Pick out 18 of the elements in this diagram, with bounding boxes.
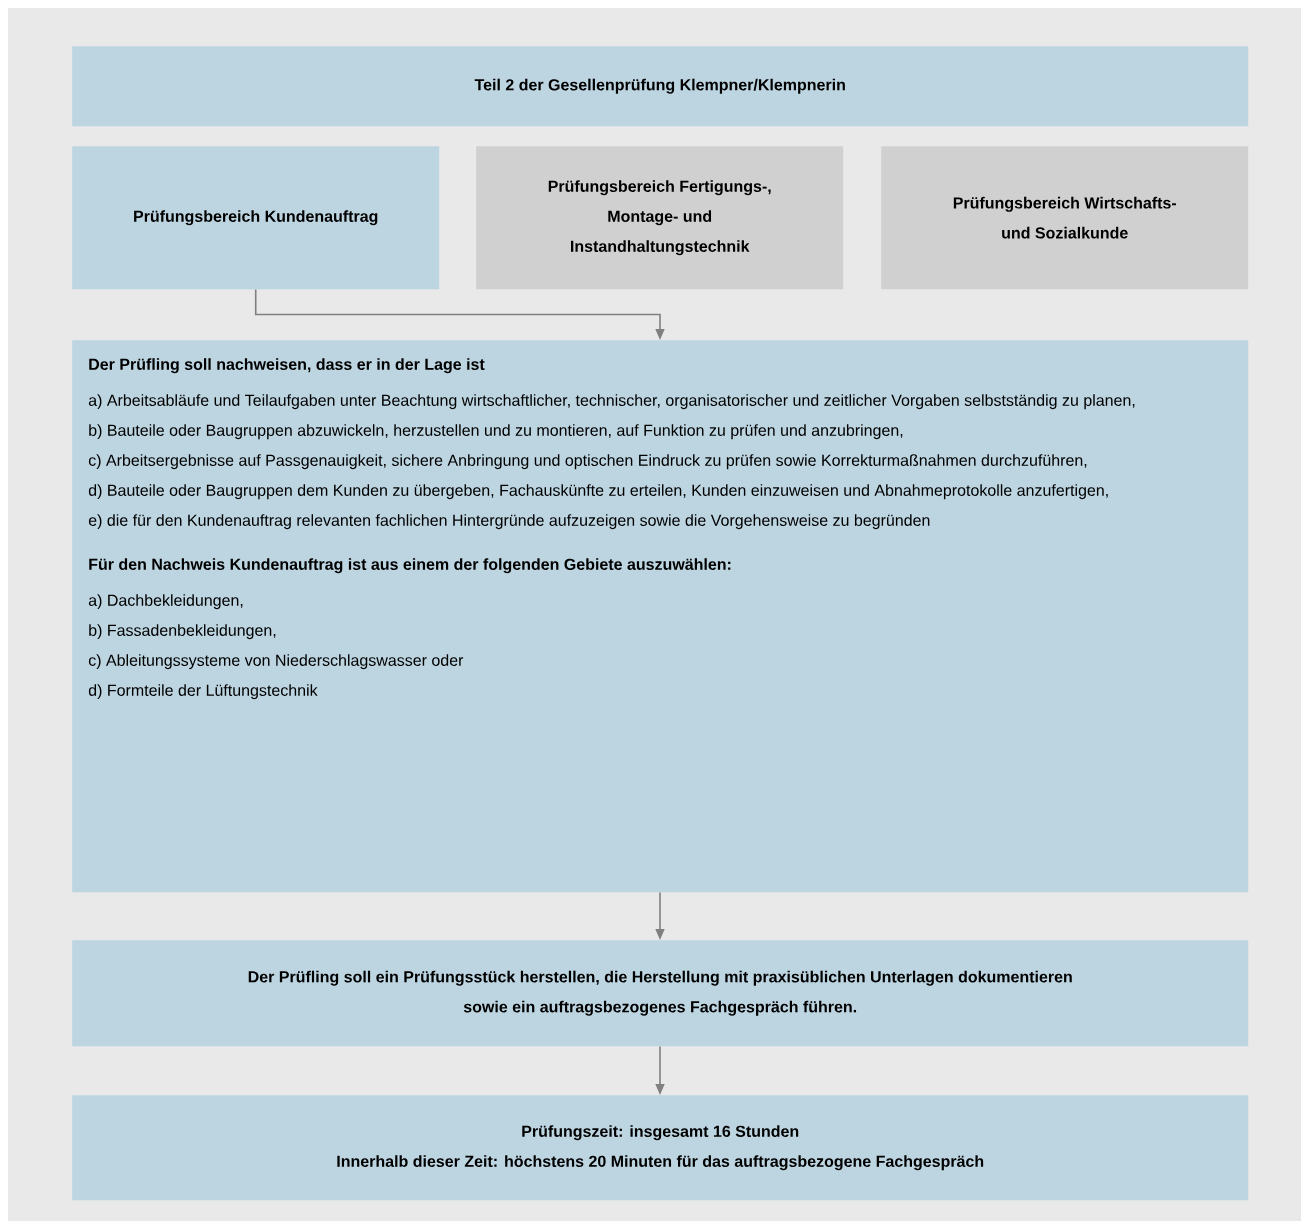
list-item: b) Bauteile oder Baugruppen abzuwickeln, herzustellen und zu montieren, auf Funktion zu prüfen und anzubringen, xyxy=(89,424,903,440)
list-item: c) Ableitungssysteme von Niederschlagswasser oder xyxy=(88,654,464,670)
exam-area-box: Prüfungsbereich Fertigungs-, Montage- und Instandhaltungstechnik xyxy=(476,146,844,290)
exam-time-box: Prüfungszeit: insgesamt 16 Stunden Innerhalb dieser Zeit: höchstens 20 Minuten für das auftragsbezogene Fachgespräch xyxy=(72,1095,1249,1201)
list-item: a) Dachbekleidungen, xyxy=(88,594,243,610)
exam-area-box: Prüfungsbereich Wirtschafts- und Sozialkunde xyxy=(881,146,1249,290)
requirements-box xyxy=(72,340,1249,893)
heading-text: Für den Nachweis Kundenauftrag ist aus einem der folgenden Gebiete auszuwählen: xyxy=(89,558,731,574)
heading-text: Der Prüfling soll nachweisen, dass er in der Lage ist xyxy=(89,358,485,374)
list-item: e) die für den Kundenauftrag relevanten fachlichen Hintergründe aufzuzeigen sowie die Vorgehensweise zu begründen xyxy=(88,514,930,530)
list-item: d) Formteile der Lüftungstechnik xyxy=(88,684,318,700)
list-item: b) Fassadenbekleidungen, xyxy=(89,624,276,640)
list-item: c) Arbeitsergebnisse auf Passgenauigkeit, sichere Anbringung und optischen Eindruck zu prüfen sowie Korrekturmaßnahmen durchzuführen, xyxy=(88,454,1087,470)
task-box: Der Prüfling soll ein Prüfungsstück herstellen, die Herstellung mit praxisüblichen Unterlagen dokumentieren sowie ein auftragsbezogenes Fachgespräch führen. xyxy=(72,940,1249,1047)
list-item: a) Arbeitsabläufe und Teilaufgaben unter Beachtung wirtschaftlicher, technischer, organisatorischer und zeitlicher Vorgaben selbstständig zu planen, xyxy=(88,394,1135,410)
list-item: d) Bauteile oder Baugruppen dem Kunden zu übergeben, Fachauskünfte zu erteilen, Kunden einzuweisen und Abnahmeprotokolle anzufertigen, xyxy=(88,484,1108,500)
title-box: Teil 2 der Gesellenprüfung Klempner/Klempnerin xyxy=(72,46,1249,127)
exam-area-box: Prüfungsbereich Kundenauftrag xyxy=(72,146,440,290)
